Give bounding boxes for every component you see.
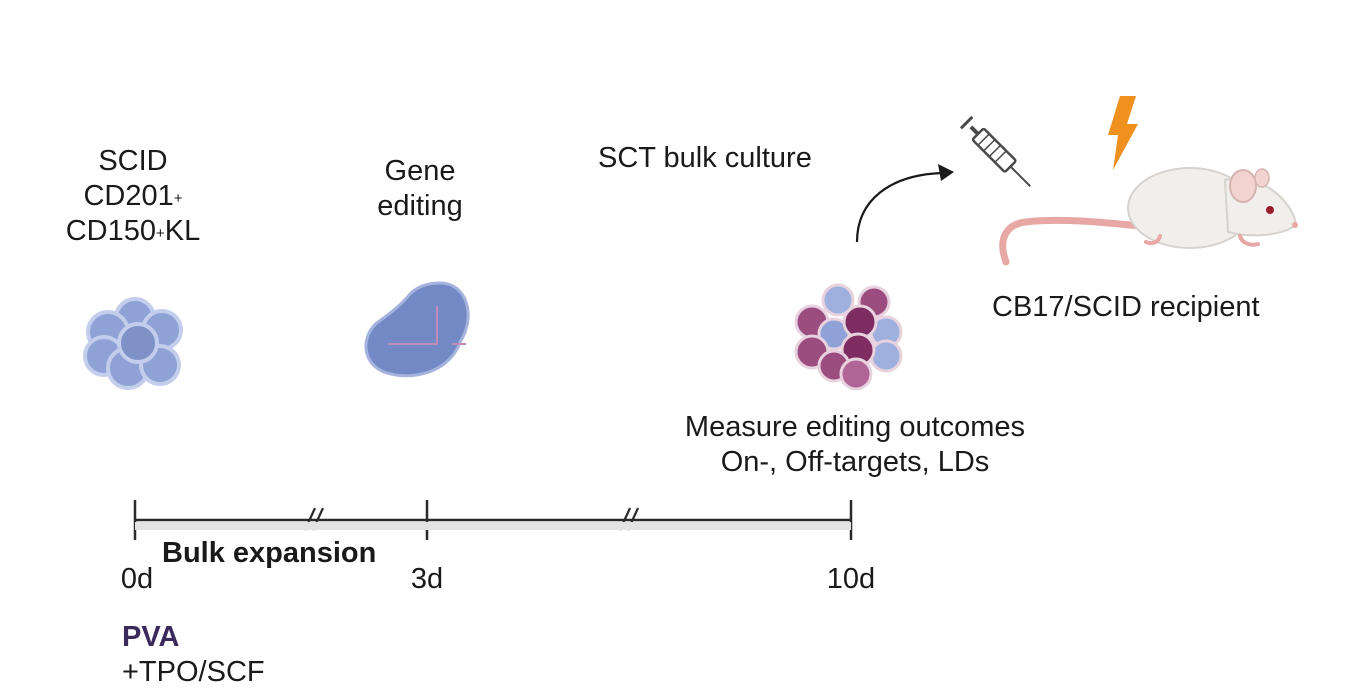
stage1-line2: CD201+ — [48, 179, 218, 214]
lightning-icon — [1108, 96, 1138, 170]
stage1-line3-main: CD150 — [65, 215, 157, 247]
measure-line2: On-, Off-targets, LDs — [720, 446, 990, 478]
media-label: PVA +TPO/SCF — [122, 620, 265, 690]
tick-3d: 3d — [410, 563, 444, 595]
stage1-line2-main: CD201 — [83, 180, 174, 212]
mouse-icon — [999, 167, 1298, 266]
mixed-cell-cluster-icon — [794, 283, 903, 391]
culture-label: SCT bulk culture — [598, 142, 812, 174]
syringe-icon — [959, 115, 1031, 187]
stage1-label: SCID CD201+ CD150+KL — [48, 144, 218, 249]
phase-label: Bulk expansion — [162, 537, 377, 569]
stage2-line2: editing — [377, 190, 463, 222]
tick-0d: 0d — [120, 563, 154, 595]
stage1-line3-sup: + — [156, 225, 165, 242]
measure-label: Measure editing outcomes On-, Off-target… — [640, 410, 1070, 480]
media-line2: +TPO/SCF — [122, 656, 265, 688]
stage1-line2-sup: + — [173, 190, 183, 207]
hsc-cluster-icon — [83, 297, 183, 390]
transplant-arrow — [855, 164, 954, 243]
stage1-line1: SCID — [98, 145, 168, 177]
stage2-line1: Gene — [384, 155, 456, 187]
timeline-shadow — [135, 522, 851, 530]
media-line1: PVA — [122, 621, 180, 653]
tick-10d: 10d — [826, 563, 876, 595]
stage1-line3-tail: KL — [164, 215, 201, 247]
measure-line1: Measure editing outcomes — [684, 411, 1026, 443]
edited-cell-icon — [364, 281, 470, 378]
stage2-label: Gene editing — [350, 154, 490, 224]
recipient-label: CB17/SCID recipient — [992, 291, 1260, 323]
timeline — [133, 500, 853, 540]
stage1-line3: CD150+KL — [48, 214, 218, 249]
